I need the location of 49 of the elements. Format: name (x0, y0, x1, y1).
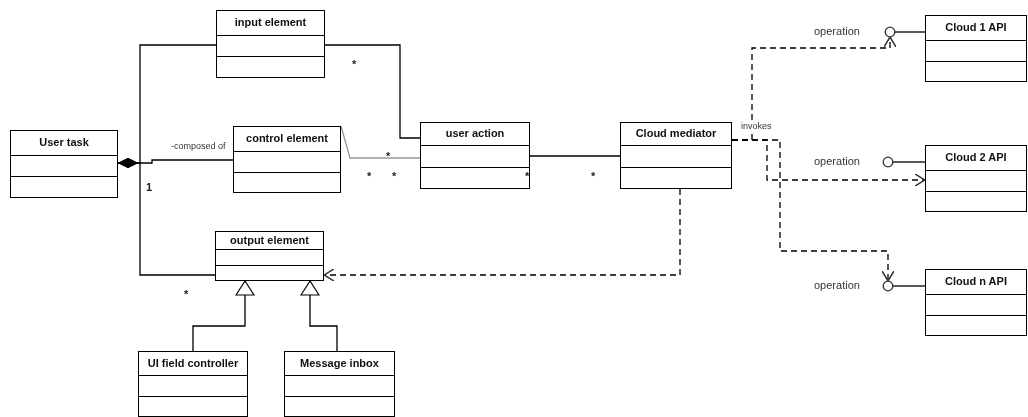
class-name: Cloud mediator (635, 128, 717, 140)
class-box (620, 122, 732, 189)
edge-label: invokes (740, 121, 773, 131)
connector (731, 139, 895, 282)
class-box (216, 10, 325, 78)
connector (300, 280, 338, 352)
interface-label: operation (814, 155, 860, 167)
class-name: UI field controller (147, 357, 239, 370)
multiplicity-label: * (184, 288, 189, 300)
connector (340, 125, 421, 159)
class-name: input element (234, 17, 307, 29)
connector (192, 280, 255, 352)
class-box (925, 15, 1027, 82)
class-box (420, 122, 530, 189)
class-name: user action (445, 128, 505, 140)
interface-label: operation (814, 25, 860, 37)
connector (894, 31, 926, 33)
class-name: Cloud 1 API (945, 22, 1007, 34)
edge-label: -composed of (170, 141, 227, 151)
multiplicity-label: * (352, 58, 357, 70)
class-name: User task (39, 137, 89, 149)
class-name: control element (246, 133, 328, 145)
class-name: Cloud 2 API (945, 152, 1007, 164)
class-box (925, 145, 1027, 212)
connector (117, 158, 216, 276)
class-box (10, 130, 118, 198)
multiplicity-label: 1 (146, 181, 153, 193)
interface-label: operation (814, 279, 860, 291)
interface-circle (882, 280, 894, 292)
connector (324, 44, 421, 139)
class-box (925, 269, 1027, 336)
class-name: output element (230, 234, 309, 247)
connector (892, 285, 926, 287)
multiplicity-label: * (386, 150, 391, 162)
multiplicity-label: * (392, 170, 397, 182)
class-box (284, 351, 395, 417)
class-box (233, 126, 341, 193)
connector (892, 161, 926, 163)
interface-circle (884, 26, 896, 38)
multiplicity-label: * (367, 170, 372, 182)
connector (529, 155, 621, 157)
connector (323, 188, 681, 282)
class-box (138, 351, 248, 417)
class-name: Message inbox (300, 357, 379, 370)
multiplicity-label: * (591, 170, 596, 182)
multiplicity-label: * (525, 170, 530, 182)
class-name: Cloud n API (945, 276, 1007, 288)
interface-circle (882, 156, 894, 168)
class-box (215, 231, 324, 281)
